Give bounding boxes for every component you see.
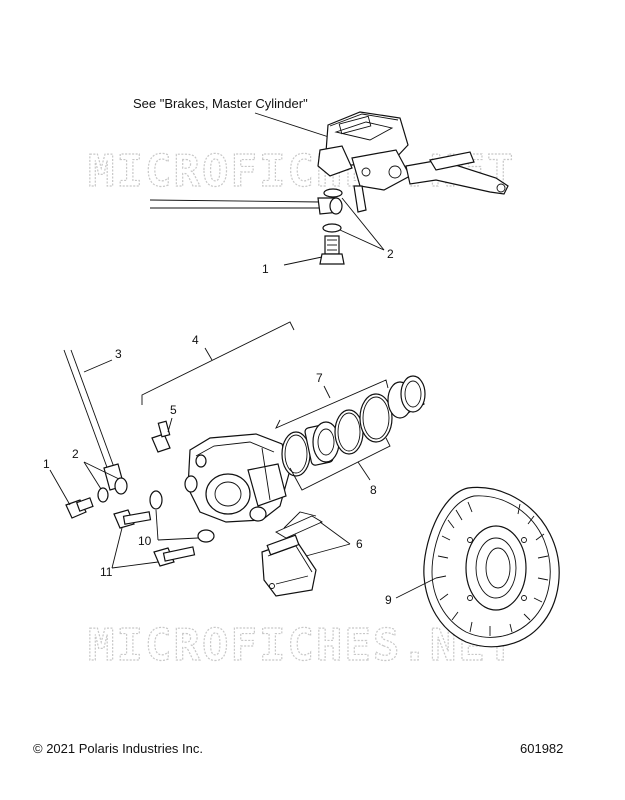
leader-8 <box>357 461 371 481</box>
callout-1: 1 <box>43 457 50 471</box>
washer-lower-1 <box>97 487 109 503</box>
callout-6: 6 <box>356 537 363 551</box>
reference-note: See "Brakes, Master Cylinder" <box>133 96 308 111</box>
callout-top-2: 2 <box>387 247 394 261</box>
brake-line-upper <box>149 197 343 215</box>
leader-5 <box>167 417 173 433</box>
callout-5: 5 <box>170 403 177 417</box>
master-cylinder <box>317 111 509 213</box>
leader-top-1 <box>283 256 323 266</box>
leader-3 <box>83 359 113 373</box>
bleeder-valve <box>151 420 171 453</box>
leader-10b <box>157 537 199 541</box>
leader-1 <box>49 469 71 506</box>
leader-9 <box>395 577 437 599</box>
leader-11b <box>111 561 159 569</box>
leader-top-2b <box>339 229 385 251</box>
seal-ring-2 <box>334 409 364 455</box>
leader-7 <box>323 385 331 399</box>
callout-9: 9 <box>385 593 392 607</box>
banjo-bolt-upper <box>319 235 345 265</box>
leader-top-2a <box>341 197 385 251</box>
callout-7: 7 <box>316 371 323 385</box>
brake-pads <box>261 534 317 597</box>
reference-leader <box>254 112 339 141</box>
caliper-bolt-lower <box>153 546 196 567</box>
figure-number: 601982 <box>520 741 564 756</box>
seal-ring-3 <box>359 393 393 443</box>
callout-2: 2 <box>72 447 79 461</box>
caliper-bolt-upper <box>113 509 152 529</box>
leader-10a <box>155 509 159 541</box>
leader-2b <box>83 461 120 480</box>
copyright-text: © 2021 Polaris Industries Inc. <box>33 741 203 756</box>
leader-6a <box>319 521 351 545</box>
bracket-4 <box>141 321 295 405</box>
leader-4 <box>204 347 213 361</box>
piston-sleeve <box>387 375 426 419</box>
leader-2a <box>83 461 102 490</box>
bracket-7 <box>275 379 389 429</box>
brake-line-lower <box>63 349 125 491</box>
washer-10-upper <box>149 490 163 510</box>
callout-8: 8 <box>370 483 377 497</box>
pad-retaining-pin <box>275 511 323 539</box>
banjo-bolt-lower <box>65 497 94 519</box>
brake-rotor <box>423 486 560 648</box>
washer-upper-1 <box>323 188 343 198</box>
leader-11a <box>111 527 123 569</box>
caliper-body <box>184 433 291 523</box>
bracket-8 <box>289 437 391 491</box>
piston <box>304 421 340 466</box>
callout-3: 3 <box>115 347 122 361</box>
callout-4: 4 <box>192 333 199 347</box>
washer-lower-2 <box>114 477 128 495</box>
callout-top-1: 1 <box>262 262 269 276</box>
watermark-bottom: MICROFICHES.NET <box>88 620 515 671</box>
callout-10: 10 <box>138 534 152 548</box>
washer-upper-2 <box>322 223 342 233</box>
washer-10-lower <box>197 529 215 543</box>
leader-6b <box>305 543 351 557</box>
callout-11: 11 <box>100 565 113 579</box>
